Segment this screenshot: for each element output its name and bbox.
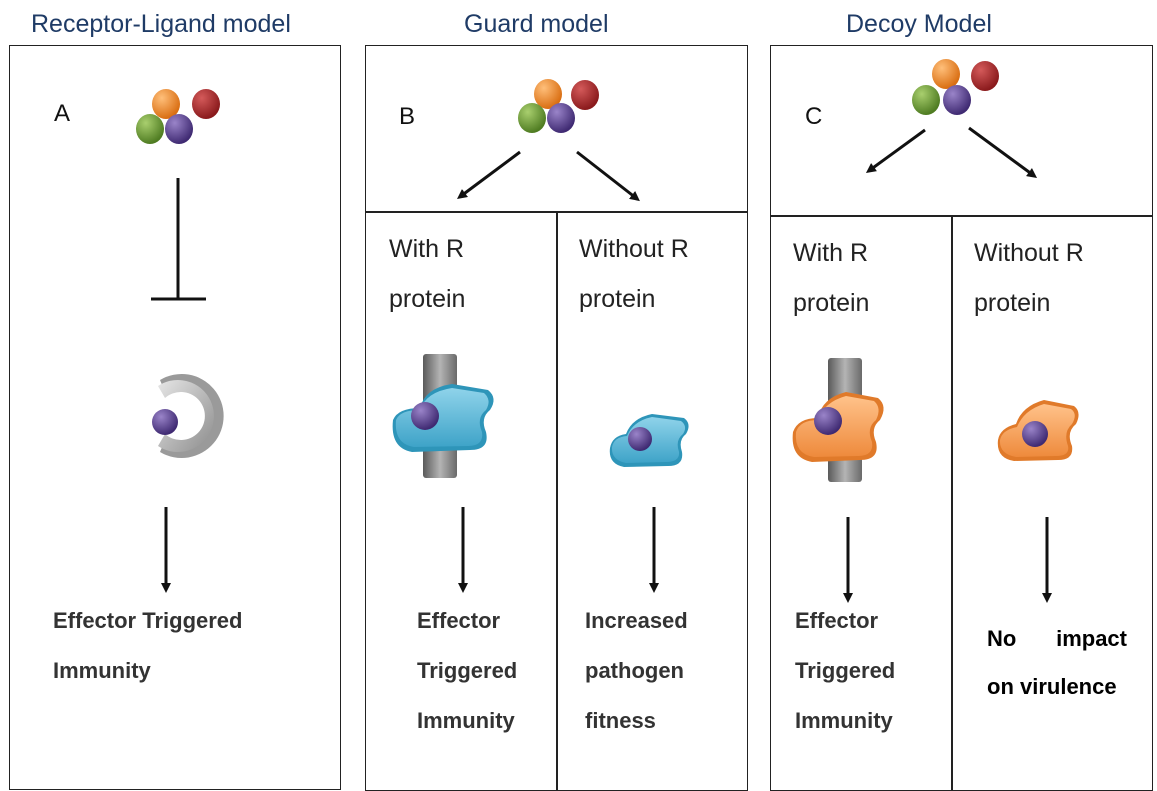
outcome-effector-triggered-immunity: Effector Triggered Immunity bbox=[417, 608, 518, 733]
inhibition-symbol bbox=[151, 178, 206, 301]
effector-purple bbox=[1022, 421, 1048, 447]
arrow-right-icon bbox=[576, 150, 640, 202]
panel-letter-c: C bbox=[805, 103, 823, 130]
effector-green bbox=[912, 85, 940, 115]
without-r-protein-label: Without R protein bbox=[974, 239, 1084, 317]
decoy-model-title: Decoy Model bbox=[846, 10, 992, 38]
effector-green bbox=[136, 114, 164, 144]
effector-cluster-b bbox=[518, 79, 599, 133]
panel-c-top-box bbox=[770, 45, 1153, 217]
effector-red bbox=[971, 61, 999, 91]
guard-model-title: Guard model bbox=[464, 10, 609, 38]
guardee-alone bbox=[609, 414, 689, 467]
outcome-increased-pathogen-fitness: Increased pathogen fitness bbox=[585, 608, 688, 733]
effector-orange bbox=[534, 79, 562, 109]
effector-orange bbox=[152, 89, 180, 119]
guardee-protein bbox=[395, 388, 489, 447]
effector-cluster-c bbox=[912, 59, 999, 115]
arrow-right-icon bbox=[968, 126, 1038, 178]
outcome-effector-triggered-immunity: Effector Triggered Immunity bbox=[53, 608, 243, 683]
effector-purple bbox=[814, 407, 842, 435]
effector-cluster-a bbox=[136, 89, 220, 144]
panel-letter-a: A bbox=[54, 100, 71, 127]
with-r-protein-label: With R protein bbox=[793, 239, 870, 317]
with-r-protein-label: With R protein bbox=[389, 235, 466, 313]
effector-purple bbox=[165, 114, 193, 144]
effector-purple bbox=[628, 427, 652, 451]
panel-letter-b: B bbox=[399, 103, 416, 130]
effector-orange bbox=[932, 59, 960, 89]
decoy-alone bbox=[997, 400, 1079, 461]
r-protein-with-guardee bbox=[392, 354, 494, 478]
without-r-protein-label: Without R protein bbox=[579, 235, 689, 313]
receptor-protein bbox=[152, 374, 224, 459]
arrow-left-icon bbox=[865, 128, 926, 173]
effector-purple bbox=[943, 85, 971, 115]
receptor-ligand-title: Receptor-Ligand model bbox=[31, 10, 291, 38]
outcome-no-impact-on-virulence: No impact on virulence bbox=[987, 626, 1127, 699]
r-protein-with-decoy bbox=[792, 358, 884, 482]
effector-purple bbox=[411, 402, 439, 430]
effector-red bbox=[192, 89, 220, 119]
effector-red bbox=[571, 80, 599, 110]
effector-purple bbox=[152, 409, 178, 435]
outcome-effector-triggered-immunity: Effector Triggered Immunity bbox=[795, 608, 896, 733]
effector-purple bbox=[547, 103, 575, 133]
arrow-left-icon bbox=[456, 150, 521, 199]
effector-green bbox=[518, 103, 546, 133]
